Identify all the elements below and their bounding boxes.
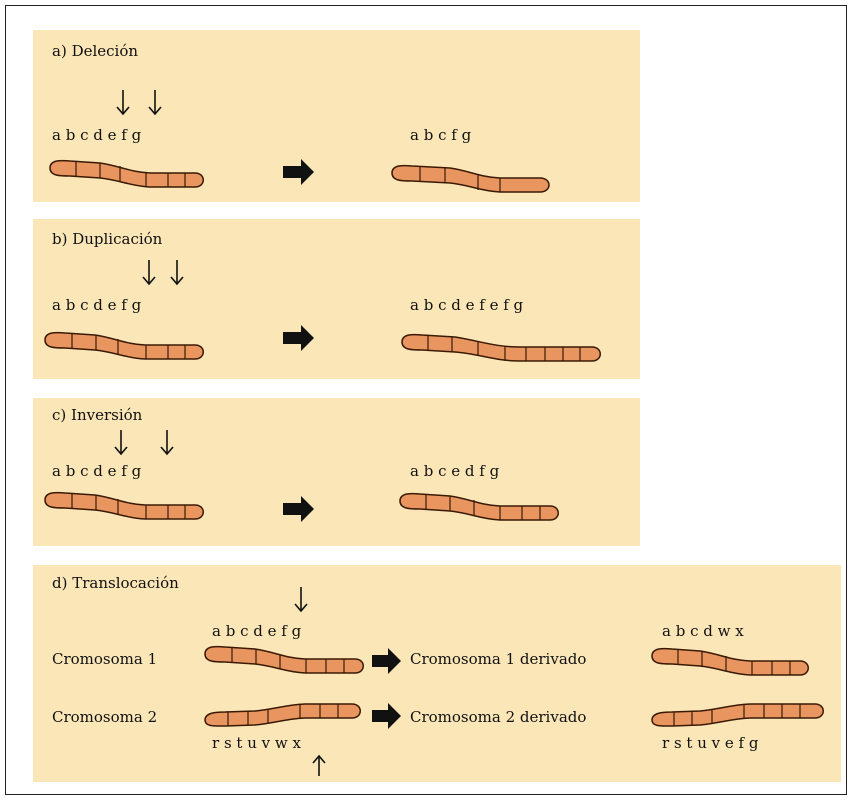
chr2-label: Cromosoma 2: [52, 708, 158, 726]
panel-deletion-title: a) Deleción: [52, 42, 139, 60]
duplication-after-letters: a b c d e f e f g: [410, 296, 524, 314]
chr1-chromosome: [204, 645, 364, 674]
inversion-transition-arrow: [283, 496, 314, 522]
inversion-after-letters: a b c e d f g: [410, 462, 500, 480]
der1-chromosome: [651, 647, 809, 676]
panel-translocation: [33, 565, 841, 782]
duplication-cut-arrows: [142, 260, 184, 286]
chr1-letters: a b c d e f g: [212, 622, 302, 640]
der2-chromosome: [651, 703, 824, 727]
deletion-before-letters: a b c d e f g: [52, 126, 142, 144]
der2-label: Cromosoma 2 derivado: [410, 708, 587, 726]
inversion-chromosome-after: [399, 492, 559, 521]
deletion-cut-arrows: [116, 90, 162, 116]
inversion-chromosome-before: [44, 491, 204, 520]
translocation-cut-arrows: [294, 587, 326, 776]
der1-label: Cromosoma 1 derivado: [410, 650, 587, 668]
panel-duplication-title: b) Duplicación: [52, 230, 163, 248]
chr1-label: Cromosoma 1: [52, 650, 158, 668]
panel-inversion: [33, 398, 640, 546]
duplication-before-letters: a b c d e f g: [52, 296, 142, 314]
duplication-chromosome-before: [44, 331, 204, 360]
inversion-before-letters: a b c d e f g: [52, 462, 142, 480]
figure-frame: [5, 5, 847, 795]
chr2-chromosome: [204, 703, 361, 727]
inversion-cut-arrows: [114, 430, 174, 456]
deletion-after-letters: a b c f g: [410, 126, 472, 144]
translocation-arrow-1: [372, 648, 401, 674]
der1-letters: a b c d w x: [662, 622, 744, 640]
panel-inversion-title: c) Inversión: [52, 406, 143, 424]
deletion-chromosome-after: [391, 164, 550, 193]
duplication-chromosome-after: [401, 333, 601, 362]
chr2-letters: r s t u v w x: [212, 734, 301, 752]
duplication-transition-arrow: [283, 325, 314, 351]
deletion-transition-arrow: [283, 159, 314, 185]
translocation-arrow-2: [372, 703, 401, 729]
der2-letters: r s t u v e f g: [662, 734, 759, 752]
panel-translocation-title: d) Translocación: [52, 574, 179, 592]
deletion-chromosome-before: [49, 159, 204, 188]
